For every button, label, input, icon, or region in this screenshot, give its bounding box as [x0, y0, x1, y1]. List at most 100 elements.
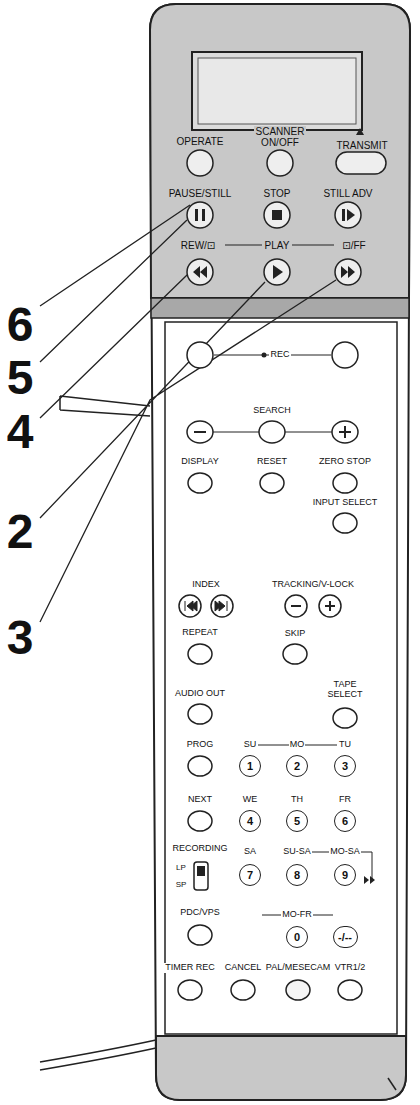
input-select-button	[333, 513, 357, 533]
play-button	[264, 259, 290, 285]
pause-button	[187, 202, 213, 228]
button-label: ⊡/FF	[341, 240, 366, 251]
reset-button	[260, 473, 284, 493]
button-label: ZERO STOP	[318, 457, 372, 467]
rew-button	[187, 259, 213, 285]
remote-body	[150, 4, 410, 1100]
tape-select-button	[333, 708, 357, 728]
day-label: MO-FR	[281, 910, 313, 920]
day-label: FR	[338, 795, 352, 805]
search-button	[259, 421, 285, 443]
switch-label: SP	[175, 881, 188, 890]
button-label: PDC/VPS	[179, 908, 221, 918]
button-label: VTR1/2	[334, 963, 367, 973]
day-label: SU-SA	[282, 847, 312, 857]
lid-edge	[151, 298, 409, 318]
lp-sp-switch	[194, 862, 208, 890]
button-label: DISPLAY	[180, 457, 219, 467]
skip-button	[283, 644, 307, 664]
cord	[40, 1040, 156, 1070]
still-adv-symbol	[342, 209, 345, 221]
callout-number: 4	[6, 408, 35, 456]
button-label: INPUT SELECT	[312, 498, 378, 508]
transmit-button	[336, 152, 386, 174]
timer-rec-button	[178, 980, 202, 1000]
plus-symbol	[325, 601, 335, 611]
button-digit: 1	[247, 761, 253, 772]
zero-stop-button	[333, 473, 357, 493]
digit-button: 3	[334, 755, 356, 777]
vtr-button	[338, 980, 362, 1000]
button-label: PROG	[186, 740, 215, 750]
index-button	[211, 595, 233, 617]
transmit-triangle	[356, 128, 364, 135]
day-label: MO	[289, 740, 306, 750]
button-label: PLAY	[264, 240, 291, 251]
play-symbol	[273, 265, 283, 279]
day-label: TH	[290, 795, 304, 805]
pdc-vps-button	[188, 925, 212, 945]
cap-mark	[388, 1078, 396, 1090]
button-label: TAPE SELECT	[324, 680, 366, 700]
plus-symbol	[339, 426, 351, 438]
operate-button	[187, 150, 213, 176]
repeat-button	[188, 644, 212, 664]
button-label: REC	[269, 350, 290, 360]
button-label: SEARCH	[252, 406, 292, 416]
next-button	[188, 811, 212, 831]
display-inner	[198, 58, 356, 124]
button-label: PAL/MESECAM	[265, 963, 331, 973]
cancel-button	[231, 980, 255, 1000]
scanner-button	[267, 150, 293, 176]
search-minus-button	[187, 421, 213, 443]
button-label: PAUSE/STILL	[168, 188, 233, 199]
button-label: REPEAT	[181, 628, 218, 638]
digit-button: 5	[286, 810, 308, 832]
rec-dot	[262, 353, 267, 358]
button-label: SKIP	[284, 629, 307, 639]
button-digit: 3	[342, 761, 348, 772]
rew-symbol	[193, 266, 207, 278]
stop-symbol	[272, 210, 282, 220]
lp-sp-slider	[197, 866, 205, 876]
digit-button: 1	[239, 755, 261, 777]
digit-button: 8	[286, 864, 308, 886]
index-button	[179, 595, 201, 617]
day-label: SA	[243, 847, 257, 857]
minus-symbol	[194, 431, 206, 433]
minus-symbol	[291, 605, 301, 607]
day-group-line	[258, 745, 372, 880]
day-arrow	[364, 876, 375, 884]
pause-symbol	[195, 209, 198, 221]
stop-button	[264, 202, 290, 228]
prog-button	[188, 756, 212, 776]
index-prev-symbol	[185, 601, 197, 611]
callout-number: 5	[6, 354, 35, 402]
button-digit: 6	[342, 816, 348, 827]
button-digit: 5	[294, 816, 300, 827]
button-label: INDEX	[191, 580, 221, 590]
button-digit: 9	[342, 870, 348, 881]
rec-button	[332, 342, 358, 368]
callout-number: 3	[6, 614, 35, 662]
button-label: TRANSMIT	[335, 140, 388, 151]
button-label: NEXT	[187, 795, 213, 805]
digit-button: 2	[286, 755, 308, 777]
button-label: OPERATE	[175, 136, 224, 147]
still-adv-button	[335, 202, 361, 228]
button-digit: 7	[247, 870, 253, 881]
switch-label: LP	[175, 864, 187, 873]
remote-lid	[150, 4, 410, 298]
digit-button: 4	[239, 810, 261, 832]
button-label: REW/⊡	[180, 240, 217, 251]
button-label: CANCEL	[224, 963, 263, 973]
button-label: AUDIO OUT	[174, 689, 226, 699]
button-label: RECORDING	[171, 844, 228, 854]
button-label: TRACKING/V-LOCK	[271, 580, 355, 590]
digit-button: 7	[239, 864, 261, 886]
day-label: SU	[243, 740, 258, 750]
leader-line	[40, 205, 336, 622]
callout-number: 6	[6, 301, 35, 349]
button-digit: -/--	[338, 932, 352, 943]
digit-button: -/--	[333, 926, 358, 948]
